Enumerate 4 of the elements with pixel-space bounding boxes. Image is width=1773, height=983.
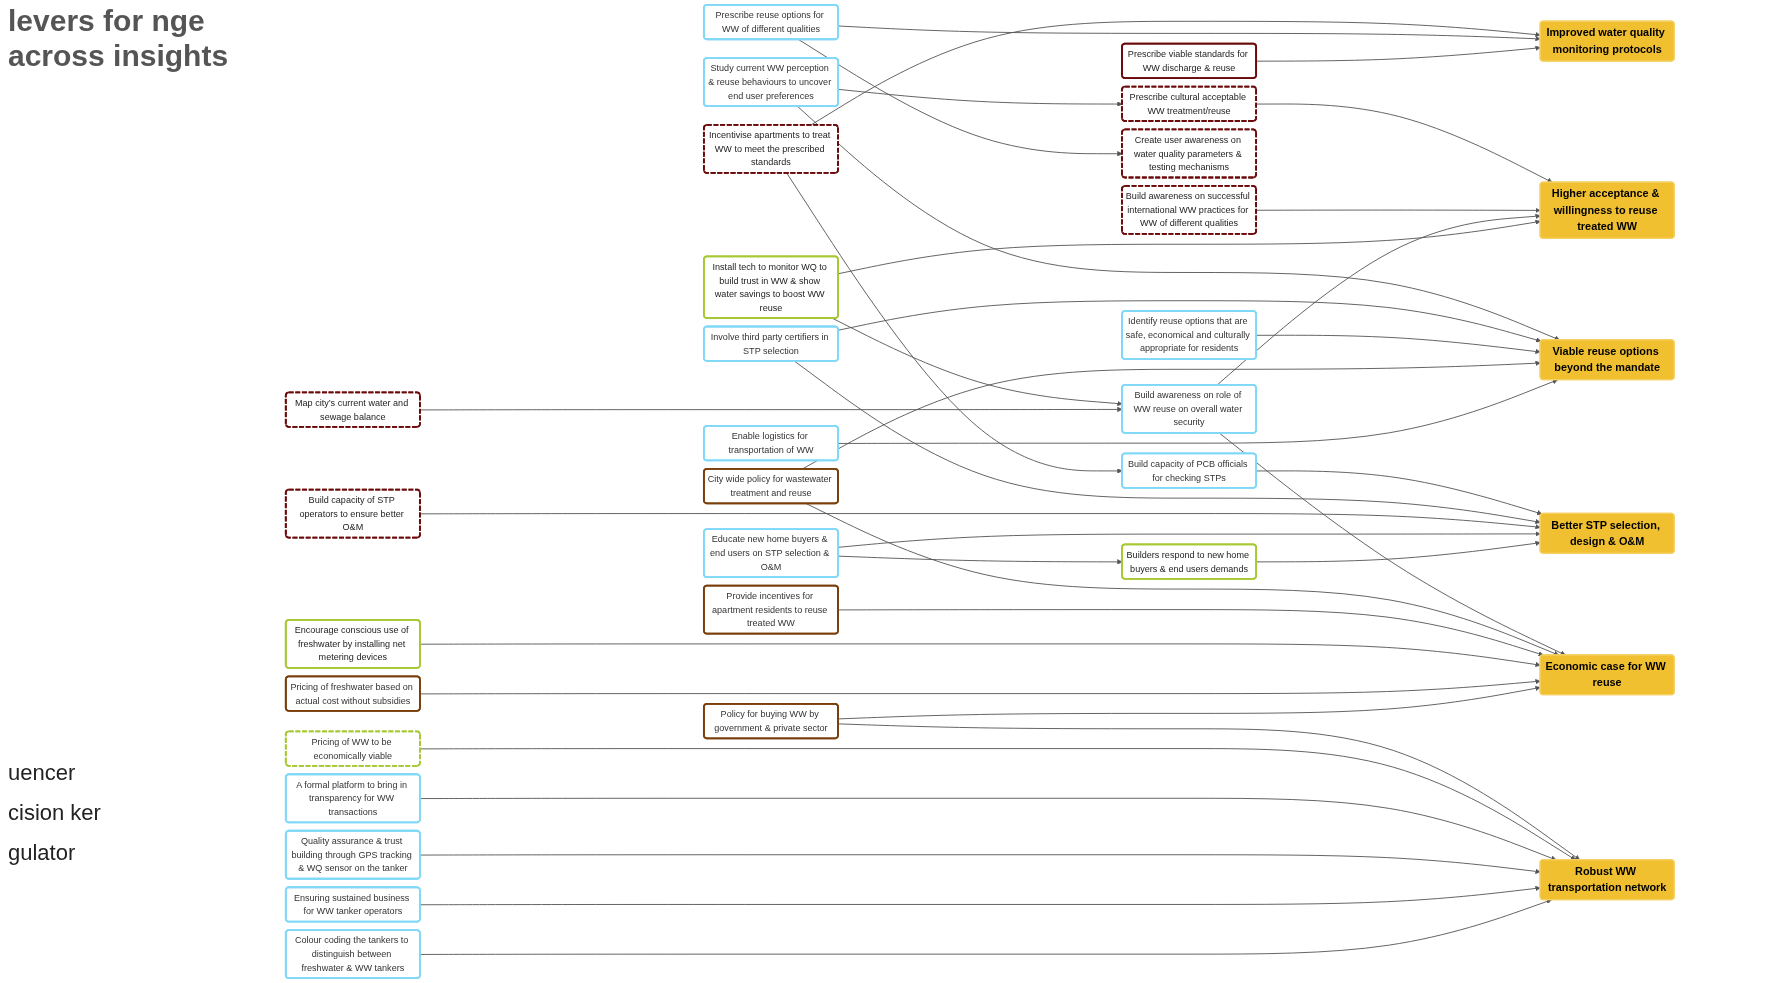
side-text: gulator xyxy=(8,840,77,866)
side-text: uencer xyxy=(8,760,77,786)
side-text: cision ker xyxy=(8,800,102,826)
title: levers for nge across insights xyxy=(8,4,230,73)
